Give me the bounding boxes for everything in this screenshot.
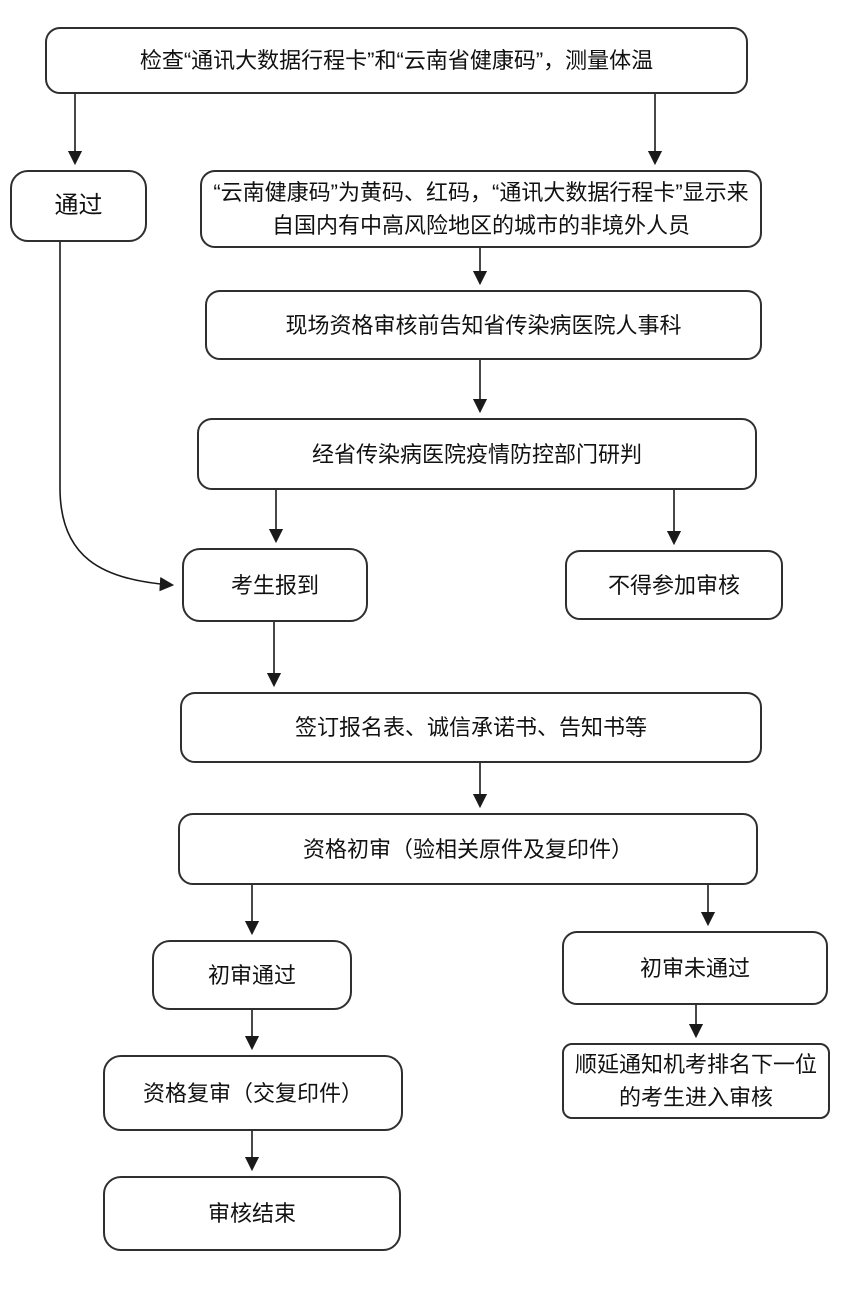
node-defer-next-candidate-label: 顺延通知机考排名下一位的考生进入审核 (574, 1052, 817, 1110)
node-notify-hr-label: 现场资格审核前告知省传染病医院人事科 (285, 312, 682, 338)
node-sign-forms-label: 签订报名表、诚信承诺书、告知书等 (294, 715, 647, 740)
node-recheck: 资格复审（交复印件） (103, 1055, 403, 1131)
node-notify-hr: 现场资格审核前告知省传染病医院人事科 (205, 290, 762, 360)
node-candidate-report: 考生报到 (182, 548, 368, 622)
node-denied: 不得参加审核 (565, 550, 783, 620)
node-check-codes-label: 检查“通讯大数据行程卡”和“云南省健康码”，测量体温 (139, 48, 654, 73)
node-defer-next-candidate: 顺延通知机考排名下一位的考生进入审核 (562, 1043, 830, 1119)
node-review-end-label: 审核结束 (207, 1201, 296, 1226)
node-epidemic-judge: 经省传染病医院疫情防控部门研判 (197, 418, 757, 490)
node-review-end: 审核结束 (103, 1176, 401, 1251)
node-candidate-report-label: 考生报到 (230, 572, 319, 598)
node-initial-review: 资格初审（验相关原件及复印件） (178, 813, 758, 885)
node-denied-label: 不得参加审核 (607, 572, 740, 598)
node-epidemic-judge-label: 经省传染病医院疫情防控部门研判 (311, 441, 642, 467)
node-recheck-label: 资格复审（交复印件） (142, 1080, 363, 1106)
node-initial-fail-label: 初审未通过 (639, 955, 750, 981)
node-sign-forms: 签订报名表、诚信承诺书、告知书等 (180, 692, 762, 763)
node-initial-pass-label: 初审通过 (207, 962, 296, 988)
node-pass: 通过 (10, 170, 147, 242)
node-check-codes: 检查“通讯大数据行程卡”和“云南省健康码”，测量体温 (45, 27, 748, 94)
node-initial-review-label: 资格初审（验相关原件及复印件） (302, 836, 633, 862)
node-initial-fail: 初审未通过 (562, 931, 828, 1005)
node-initial-pass: 初审通过 (152, 940, 352, 1010)
node-pass-label: 通过 (54, 192, 103, 219)
node-abnormal-code: “云南健康码”为黄码、红码，“通讯大数据行程卡”显示来自国内有中高风险地区的城市… (200, 170, 762, 248)
arrow-pass-to-report (59, 242, 175, 592)
node-abnormal-code-label: “云南健康码”为黄码、红码，“通讯大数据行程卡”显示来自国内有中高风险地区的城市… (213, 180, 749, 238)
